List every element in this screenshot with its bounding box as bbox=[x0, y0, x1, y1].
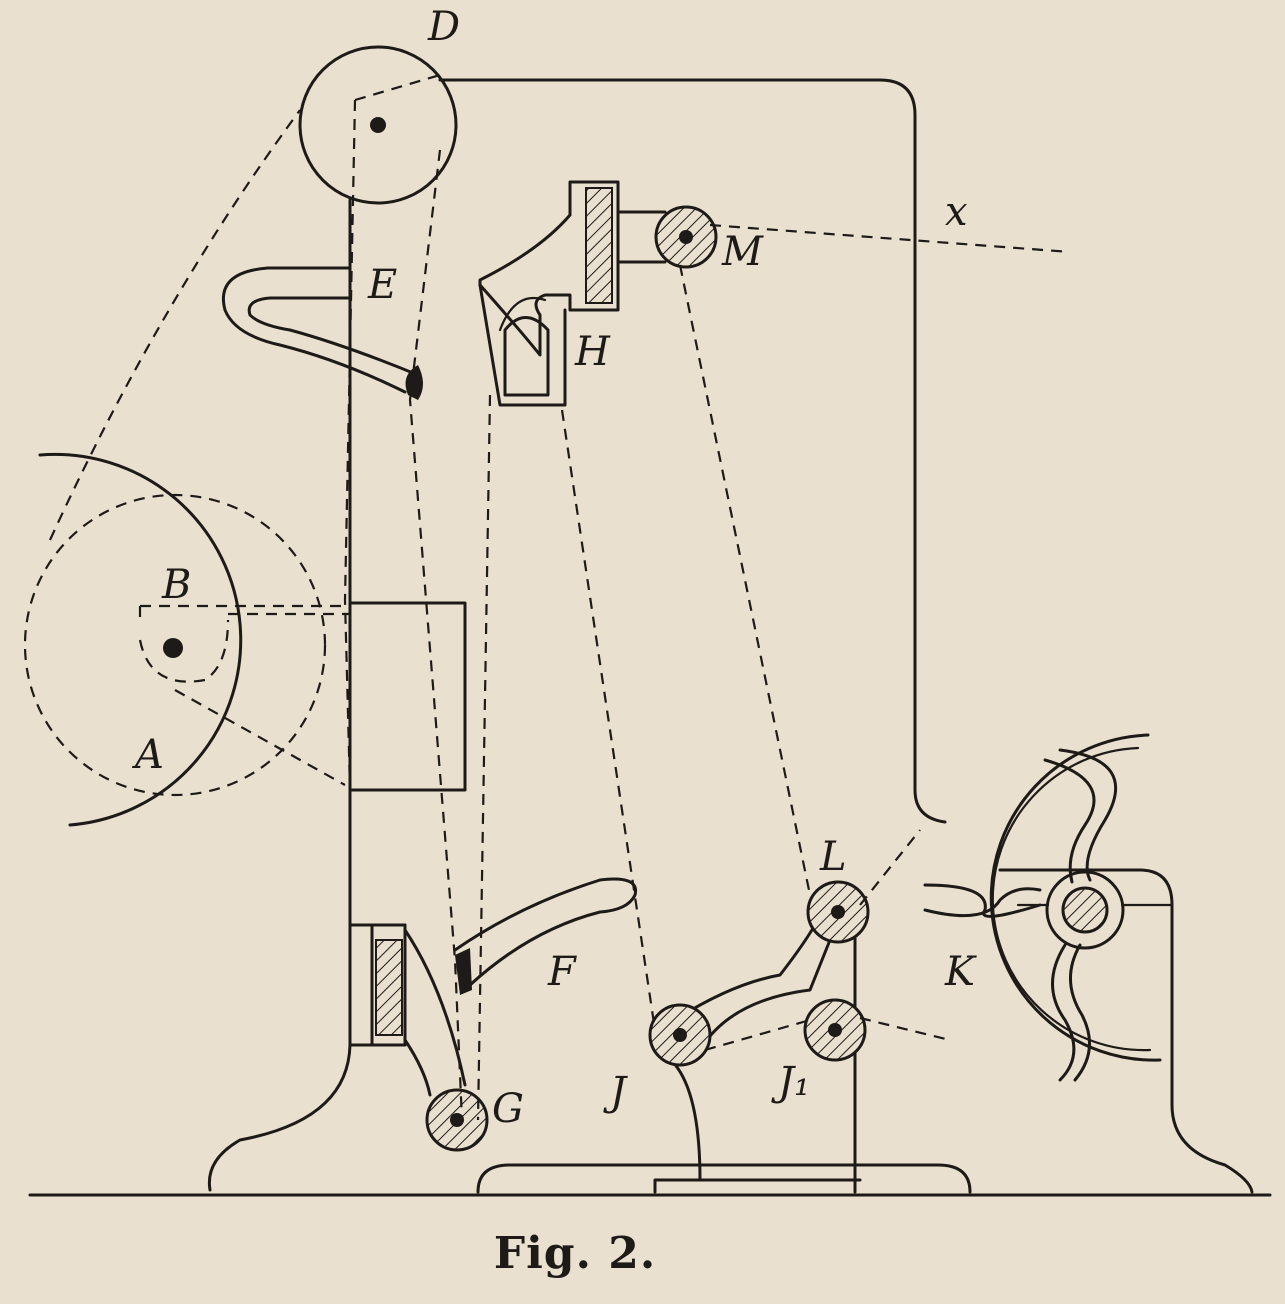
label-L: L bbox=[819, 834, 847, 880]
hook-H bbox=[478, 283, 567, 407]
drum-axle-slot bbox=[138, 619, 230, 683]
figure-caption: Fig. 2. bbox=[493, 1228, 657, 1279]
label-F: F bbox=[547, 949, 577, 995]
thread-H-to-J bbox=[560, 409, 657, 1031]
label-K: K bbox=[944, 949, 977, 995]
thread-top-right bbox=[343, 73, 441, 791]
upper-bracket bbox=[478, 180, 620, 357]
side-block bbox=[348, 601, 467, 792]
hook-H-slot bbox=[498, 296, 547, 332]
base-foot-center bbox=[476, 1163, 972, 1194]
label-G: G bbox=[492, 1086, 524, 1132]
label-H: H bbox=[574, 329, 611, 375]
roller-stand bbox=[658, 903, 857, 1194]
inner-dashed-drum bbox=[23, 493, 327, 797]
label-B: B bbox=[161, 562, 191, 608]
handwheel-rim bbox=[989, 733, 1162, 1062]
guide-arm-lower bbox=[453, 877, 638, 987]
handwheel-spoke-top bbox=[1043, 748, 1118, 884]
thread-centre bbox=[476, 394, 492, 1121]
label-D: D bbox=[427, 4, 460, 50]
upper-bracket-hatch bbox=[585, 187, 613, 304]
lower-bracket-hatch bbox=[375, 939, 403, 1036]
base-foot-bracket bbox=[653, 1178, 862, 1194]
label-M: M bbox=[721, 229, 764, 275]
handwheel-hub bbox=[1045, 870, 1125, 950]
guide-arm-upper bbox=[222, 266, 420, 394]
handwheel-spoke-bottom bbox=[1051, 943, 1092, 1082]
label-J: J bbox=[603, 1069, 628, 1115]
drum-axle bbox=[163, 638, 183, 658]
thread-M-to-L bbox=[678, 264, 812, 896]
handwheel-shaft bbox=[1061, 886, 1109, 934]
hook-H-inner bbox=[503, 316, 550, 397]
roller-G-axle bbox=[450, 1113, 464, 1127]
wheel-pedestal bbox=[998, 868, 1254, 1194]
lower-bracket-plate bbox=[348, 923, 407, 1047]
thread-M-to-x bbox=[709, 223, 1071, 254]
thread-L-to-wheel bbox=[859, 829, 921, 906]
side-block-dashed-top bbox=[138, 604, 350, 625]
guide-arm-lower-tip bbox=[455, 948, 472, 995]
label-A: A bbox=[131, 732, 164, 778]
label-J1: J₁ bbox=[771, 1059, 810, 1105]
label-E: E bbox=[367, 262, 397, 308]
label-x: x bbox=[945, 189, 968, 235]
top-roller-axle bbox=[370, 117, 386, 133]
thread-J-to-J1 bbox=[704, 1016, 951, 1052]
handwheel-spoke-left bbox=[923, 883, 1042, 918]
machine-frame bbox=[207, 78, 947, 1192]
roller-J1-axle bbox=[828, 1023, 842, 1037]
thread-drum-to-top bbox=[49, 109, 301, 541]
thread-top-down bbox=[408, 149, 464, 1121]
roller-M-axle bbox=[679, 230, 693, 244]
bracket-arm-to-roller bbox=[616, 210, 667, 264]
large-drum bbox=[38, 452, 243, 827]
drum-dashed-spoke bbox=[174, 689, 346, 786]
top-roller bbox=[298, 45, 458, 205]
roller-J-axle bbox=[673, 1028, 687, 1042]
guide-arm-upper-tip bbox=[405, 365, 423, 400]
roller-L-axle bbox=[831, 905, 845, 919]
